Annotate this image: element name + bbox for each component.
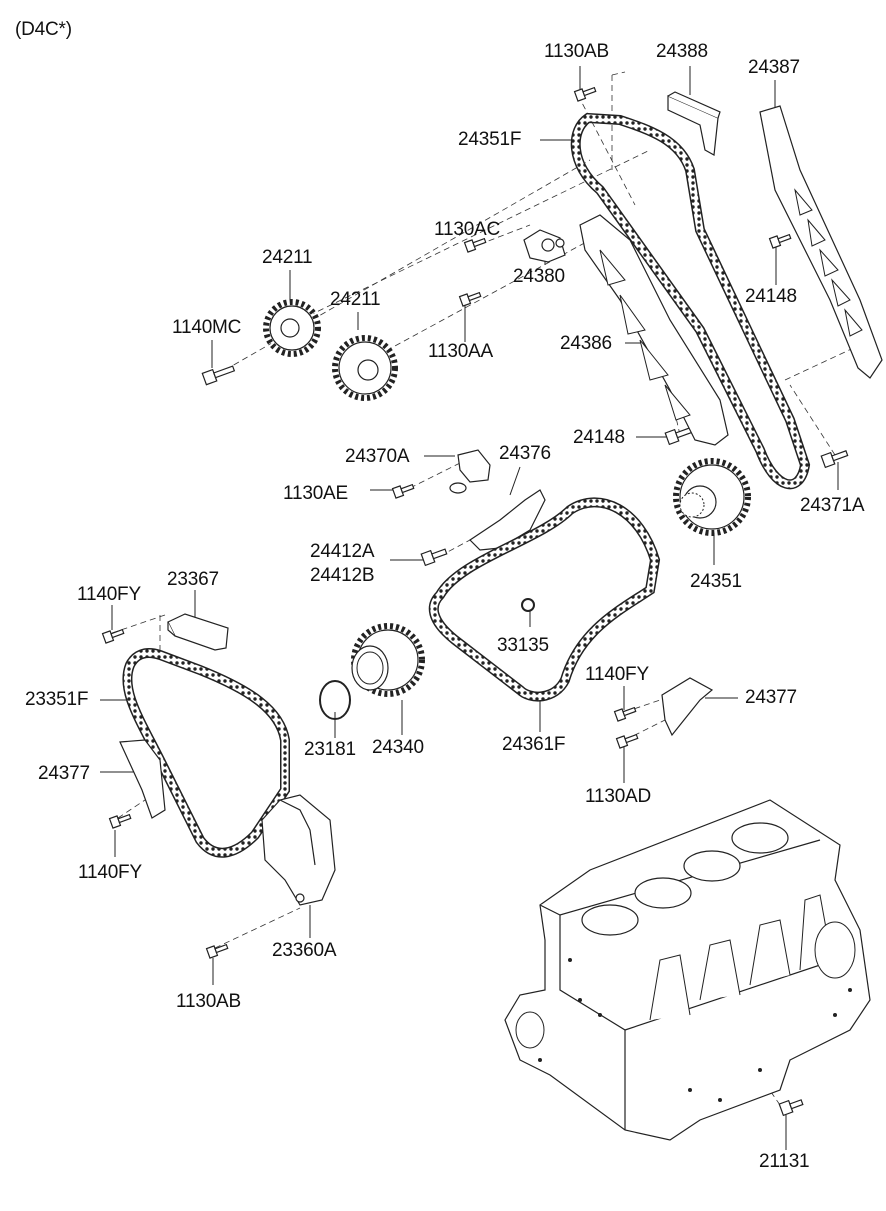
part-label-24377-right: 24377 xyxy=(745,687,797,708)
guide-24388-drawing xyxy=(667,91,721,156)
part-label-24340: 24340 xyxy=(372,737,424,758)
part-label-24380: 24380 xyxy=(513,266,565,287)
o-ring-23181-drawing xyxy=(319,680,351,720)
part-label-1140mc: 1140MC xyxy=(172,317,242,338)
part-label-23360a: 23360A xyxy=(272,940,337,961)
lower-timing-chain-24361f-drawing xyxy=(428,497,661,702)
part-label-1140fy-right: 1140FY xyxy=(585,664,649,685)
part-label-24412a: 24412A xyxy=(310,541,375,562)
part-label-24376: 24376 xyxy=(499,443,551,464)
part-label-1130aa: 1130AA xyxy=(428,341,494,362)
tensioner-24370a-drawing xyxy=(449,449,491,494)
tensioner-24380-drawing xyxy=(523,229,566,263)
part-label-24377-left: 24377 xyxy=(38,763,90,784)
part-label-24211-left: 24211 xyxy=(262,247,313,268)
part-label-23181: 23181 xyxy=(304,739,356,760)
guide-24387-drawing xyxy=(759,105,883,379)
part-label-24211-right: 24211 xyxy=(330,289,381,310)
tensioner-arm-24376-drawing xyxy=(469,489,546,551)
part-label-24351: 24351 xyxy=(690,571,742,592)
part-label-1130ab-bottom: 1130AB xyxy=(176,991,242,1012)
cam-sprocket-24211-left-drawing xyxy=(263,299,321,357)
part-label-24351f: 24351F xyxy=(458,129,522,150)
part-label-24412b: 24412B xyxy=(310,565,375,586)
part-label-33135: 33135 xyxy=(497,635,549,656)
part-label-24386: 24386 xyxy=(560,333,612,354)
sprocket-24340-drawing xyxy=(351,623,425,697)
part-label-1130ad: 1130AD xyxy=(585,786,652,807)
part-label-1130ab-top: 1130AB xyxy=(544,41,610,62)
guide-24386-drawing xyxy=(579,214,729,446)
part-label-24361f: 24361F xyxy=(502,734,566,755)
part-label-1130ae: 1130AE xyxy=(283,483,349,504)
part-label-24148-lower: 24148 xyxy=(573,427,625,448)
part-label-1140fy-bottom: 1140FY xyxy=(78,862,142,883)
part-label-1130ac: 1130AC xyxy=(434,219,501,240)
bolts xyxy=(101,86,849,1117)
cam-sprocket-24211-right-drawing xyxy=(332,335,398,401)
variant-code-label: (D4C*) xyxy=(15,19,72,40)
leader-lines xyxy=(100,66,839,1150)
guide-23367-drawing xyxy=(167,613,229,651)
upper-timing-chain-drawing xyxy=(570,112,811,490)
part-label-24387: 24387 xyxy=(748,57,800,78)
gasket-33135-drawing xyxy=(521,598,535,612)
part-label-21131: 21131 xyxy=(759,1151,810,1172)
part-label-24370a: 24370A xyxy=(345,446,410,467)
sprocket-24351-drawing xyxy=(673,458,751,536)
engine-block-drawing xyxy=(504,799,871,1141)
part-label-23367: 23367 xyxy=(167,569,219,590)
part-label-23351f: 23351F xyxy=(25,689,89,710)
part-label-24388: 24388 xyxy=(656,41,708,62)
guide-24377-right-drawing xyxy=(661,677,714,737)
part-label-1140fy-left: 1140FY xyxy=(77,584,141,605)
tensioner-23360a-drawing xyxy=(261,794,336,906)
part-label-24148-upper: 24148 xyxy=(745,286,797,307)
part-label-24371a: 24371A xyxy=(800,495,865,516)
guide-24377-left-drawing xyxy=(119,739,166,819)
